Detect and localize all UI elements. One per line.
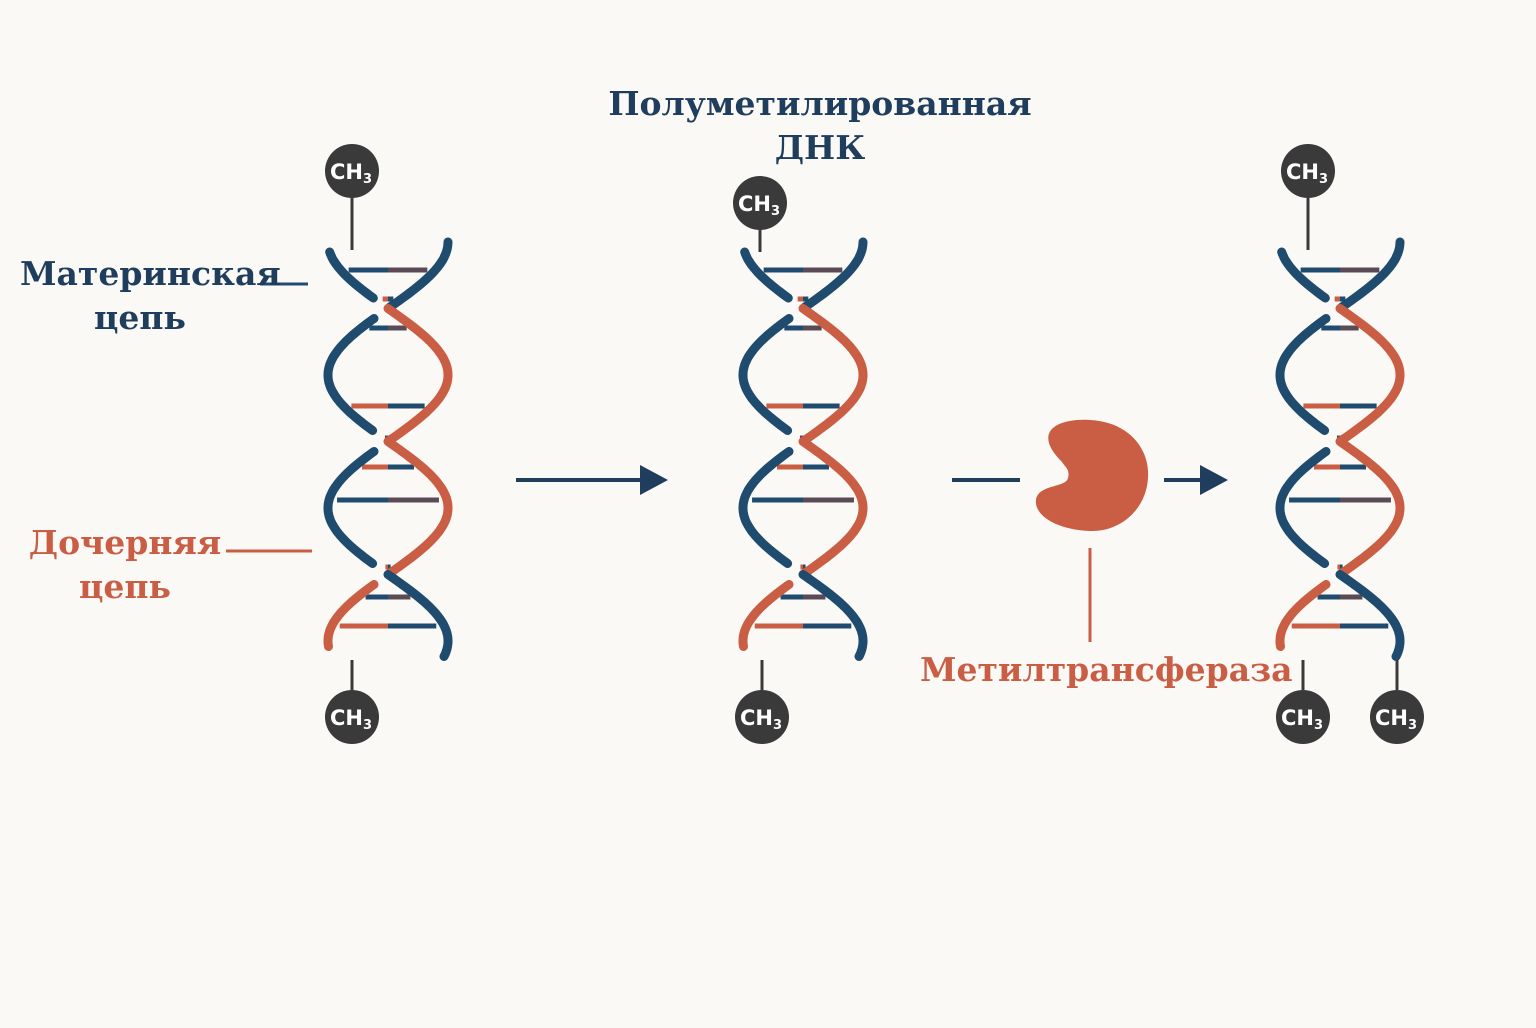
daughter-strand-label-line1: Дочерняя bbox=[28, 523, 222, 562]
hemimethylated-dna-title: Полуметилированная ДНК bbox=[600, 82, 1040, 170]
dna-strand-segment bbox=[1275, 447, 1331, 568]
methyltransferase-label-text: Метилтрансфераза bbox=[920, 650, 1293, 689]
hemimethylated-title-line2: ДНК bbox=[774, 128, 866, 167]
methyltransferase-enzyme-icon bbox=[1035, 419, 1149, 532]
daughter-strand-label-line2: цепь bbox=[79, 567, 171, 606]
dna-strand-segment bbox=[383, 437, 453, 578]
methyl-group-icon: CH3 bbox=[1370, 660, 1424, 744]
dna-strand-segment bbox=[323, 580, 379, 651]
dna-strand-segment bbox=[1277, 247, 1330, 303]
dna-strand-segment bbox=[738, 447, 794, 568]
methyl-group-icon: CH3 bbox=[735, 660, 789, 744]
dna-strand-segment bbox=[384, 237, 453, 313]
parent-strand-label-line1: Материнская bbox=[20, 254, 281, 293]
dna-strand-segment bbox=[738, 314, 794, 435]
dna-strand-segment bbox=[798, 304, 868, 445]
arrow-right-icon bbox=[516, 465, 668, 495]
parent-strand-label: Материнская цепь bbox=[20, 252, 281, 340]
dna-strand-segment bbox=[325, 247, 378, 303]
hemimethylated-title-line1: Полуметилированная bbox=[608, 84, 1032, 123]
methyl-group-icon: CH3 bbox=[325, 144, 379, 250]
dna-strand-segment bbox=[323, 447, 379, 568]
dna-strand-segment bbox=[323, 314, 379, 435]
dna-strand-segment bbox=[1336, 237, 1405, 313]
dna-strand-segment bbox=[798, 570, 868, 661]
dna-strand-segment bbox=[1335, 437, 1405, 578]
methyl-group-icon: CH3 bbox=[325, 660, 379, 744]
dna-helix-initial bbox=[323, 237, 453, 661]
arrow-right-icon bbox=[1164, 465, 1228, 495]
methyl-group-icon: CH3 bbox=[1281, 144, 1335, 250]
dna-strand-segment bbox=[799, 237, 868, 313]
parent-strand-label-line2: цепь bbox=[94, 298, 186, 337]
daughter-strand-label: Дочерняя цепь bbox=[20, 521, 230, 609]
methyl-group-icon: CH3 bbox=[1276, 660, 1330, 744]
dna-helix-hemimethylated bbox=[738, 237, 868, 661]
dna-strand-segment bbox=[1335, 304, 1405, 445]
dna-strand-segment bbox=[1275, 580, 1331, 651]
dna-strand-segment bbox=[383, 570, 453, 661]
methyltransferase-label: Метилтрансфераза bbox=[920, 648, 1293, 692]
dna-strand-segment bbox=[1335, 570, 1405, 661]
methyl-group-label: CH3 bbox=[740, 706, 782, 733]
dna-strand-segment bbox=[383, 304, 453, 445]
dna-strand-segment bbox=[1275, 314, 1331, 435]
methyl-group-icon: CH3 bbox=[733, 176, 787, 252]
dna-helix-fully-methylated bbox=[1275, 237, 1405, 661]
dna-strand-segment bbox=[738, 580, 794, 651]
dna-strand-segment bbox=[798, 437, 868, 578]
dna-strand-segment bbox=[740, 247, 793, 303]
